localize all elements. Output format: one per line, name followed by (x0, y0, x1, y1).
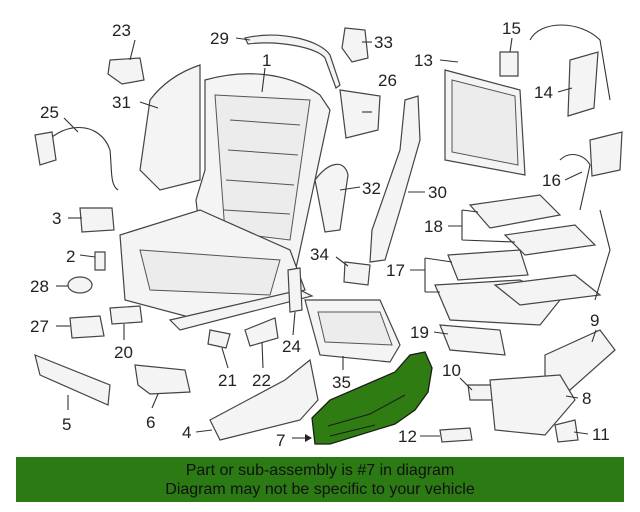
callout-26: 26 (378, 71, 397, 90)
callout-24: 24 (282, 337, 301, 356)
callout-17: 17 (386, 261, 405, 280)
callout-2: 2 (66, 247, 75, 266)
callout-4: 4 (182, 423, 191, 442)
part-17-upper (447, 249, 529, 281)
part-20 (109, 305, 143, 325)
part-24 (287, 267, 303, 313)
part-34 (343, 261, 371, 286)
callout-19: 19 (410, 323, 429, 342)
info-banner: Part or sub-assembly is #7 in diagram Di… (16, 457, 624, 502)
callout-12: 12 (398, 427, 417, 446)
callout-5: 5 (62, 415, 71, 434)
part-7-highlighted (311, 351, 433, 445)
callout-28: 28 (30, 277, 49, 296)
part-11 (554, 419, 579, 443)
callout-20: 20 (114, 343, 133, 362)
callout-11: 11 (592, 425, 610, 444)
seat-frame (119, 73, 331, 331)
part-23 (107, 57, 145, 85)
callout-3: 3 (52, 209, 61, 228)
callout-33: 33 (374, 33, 393, 52)
leader-lines (56, 37, 597, 442)
part-28-cap (67, 276, 93, 294)
part-18-pad-upper (468, 194, 562, 229)
part-12 (439, 427, 473, 443)
callout-27: 27 (30, 317, 49, 336)
part-4-trim (209, 358, 319, 441)
callout-18: 18 (424, 217, 443, 236)
callout-22: 22 (252, 371, 271, 390)
part-25-cable (39, 127, 119, 191)
part-5-trim (34, 354, 111, 406)
callout-14: 14 (534, 83, 553, 102)
callout-30: 30 (428, 183, 447, 202)
callout-1: 1 (262, 51, 271, 70)
part-8-cover (489, 374, 576, 436)
callout-29: 29 (210, 29, 229, 48)
callout-6: 6 (146, 413, 155, 432)
callout-13: 13 (414, 51, 433, 70)
callout-9: 9 (590, 311, 599, 330)
part-32 (314, 163, 349, 233)
callout-31: 31 (112, 93, 131, 112)
banner-line-disclaimer: Diagram may not be specific to your vehi… (165, 481, 475, 498)
part-29-rod (244, 34, 341, 89)
part-16 (589, 131, 623, 177)
part-14 (567, 51, 599, 117)
callout-7: 7 (276, 431, 285, 450)
callout-23: 23 (112, 21, 131, 40)
callout-35: 35 (332, 373, 351, 392)
callout-8: 8 (582, 389, 591, 408)
part-19 (439, 324, 506, 356)
part-27-motor (69, 315, 105, 339)
callout-25: 25 (40, 103, 59, 122)
part-2-bolt (94, 251, 106, 271)
part-30-trim (369, 95, 421, 263)
callout-34: 34 (310, 245, 329, 264)
part-33 (341, 27, 369, 63)
part-6-cover (134, 364, 191, 395)
callout-15: 15 (502, 19, 521, 38)
part-21 (207, 329, 231, 349)
parts-diagram: 1 2 3 4 5 6 7 8 9 10 11 12 13 14 15 16 1… (30, 19, 623, 450)
part-31-panel (139, 64, 201, 191)
callout-32: 32 (362, 179, 381, 198)
callout-16: 16 (542, 171, 561, 190)
part-22 (244, 317, 279, 347)
part-18-pad-lower (503, 224, 597, 256)
callout-10: 10 (442, 361, 461, 380)
part-26 (339, 89, 381, 139)
callout-numbers: 1 2 3 4 5 6 7 8 9 10 11 12 13 14 15 16 1… (30, 19, 610, 450)
part-15 (499, 51, 519, 77)
part-3 (79, 207, 115, 233)
banner-line-part: Part or sub-assembly is #7 in diagram (185, 462, 455, 479)
callout-21: 21 (218, 371, 237, 390)
